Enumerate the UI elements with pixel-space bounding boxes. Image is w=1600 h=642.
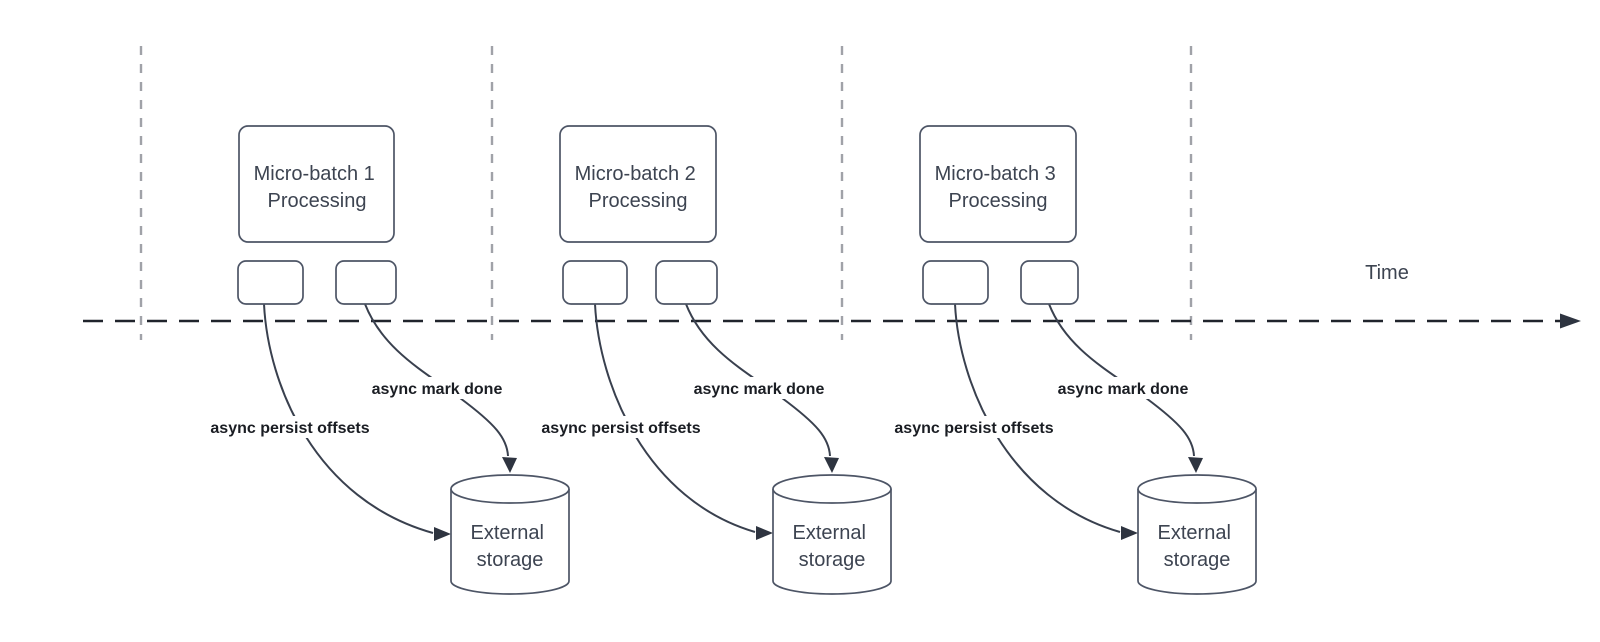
mark-done-task-box <box>655 260 718 305</box>
persist-offsets-label: async persist offsets <box>541 420 700 437</box>
mark-done-label: async mark done <box>372 381 503 398</box>
external-storage-cylinder: External storage <box>1137 474 1257 595</box>
offset-task-box <box>562 260 628 305</box>
persist-label-bg <box>198 416 382 438</box>
external-storage-cylinder: External storage <box>450 474 570 595</box>
cylinder-body <box>772 489 892 595</box>
persist-offsets-label: async persist offsets <box>894 420 1053 437</box>
time-axis-label: Time <box>1365 262 1409 284</box>
persist-offsets-arrowhead-icon <box>434 527 451 541</box>
cylinder-top <box>450 474 570 504</box>
time-axis-arrowhead-icon <box>1560 313 1581 329</box>
mark-done-task-box <box>1020 260 1079 305</box>
mark-done-task-box <box>335 260 397 305</box>
persist-label-bg <box>529 416 713 438</box>
mark-done-label: async mark done <box>694 381 825 398</box>
processing-box-label: Micro-batch 2 Processing <box>575 163 702 212</box>
mark-done-label-bg <box>684 377 834 399</box>
cylinder-top <box>1137 474 1257 504</box>
mark-done-arrowhead-icon <box>824 457 839 473</box>
mark-done-arrowhead-icon <box>1188 457 1203 473</box>
cylinder-top <box>772 474 892 504</box>
persist-offsets-label: async persist offsets <box>210 420 369 437</box>
cylinder-body <box>450 489 570 595</box>
persist-label-bg <box>882 416 1066 438</box>
external-storage-cylinder: External storage <box>772 474 892 595</box>
external-storage-label: External storage <box>793 522 872 571</box>
mark-done-label-bg <box>1048 377 1198 399</box>
persist-offsets-arrowhead-icon <box>756 526 773 540</box>
offset-task-box <box>922 260 989 305</box>
processing-box-label: Micro-batch 3 Processing <box>935 163 1062 212</box>
external-storage-label: External storage <box>471 522 550 571</box>
offset-task-box <box>237 260 304 305</box>
cylinder-body <box>1137 489 1257 595</box>
processing-box <box>559 125 717 243</box>
micro-batch-group-3: Micro-batch 3 Processing async persist o… <box>882 125 1257 595</box>
micro-batch-group-2: Micro-batch 2 Processing async persist o… <box>529 125 892 595</box>
external-storage-label: External storage <box>1158 522 1237 571</box>
mark-done-label: async mark done <box>1058 381 1189 398</box>
micro-batch-group-1: Micro-batch 1 Processing async persist o… <box>198 125 570 595</box>
mark-done-label-bg <box>362 377 512 399</box>
mark-done-arrowhead-icon <box>502 457 517 473</box>
persist-offsets-arrowhead-icon <box>1121 526 1138 540</box>
processing-box <box>238 125 395 243</box>
processing-box-label: Micro-batch 1 Processing <box>254 163 381 212</box>
processing-box <box>919 125 1077 243</box>
